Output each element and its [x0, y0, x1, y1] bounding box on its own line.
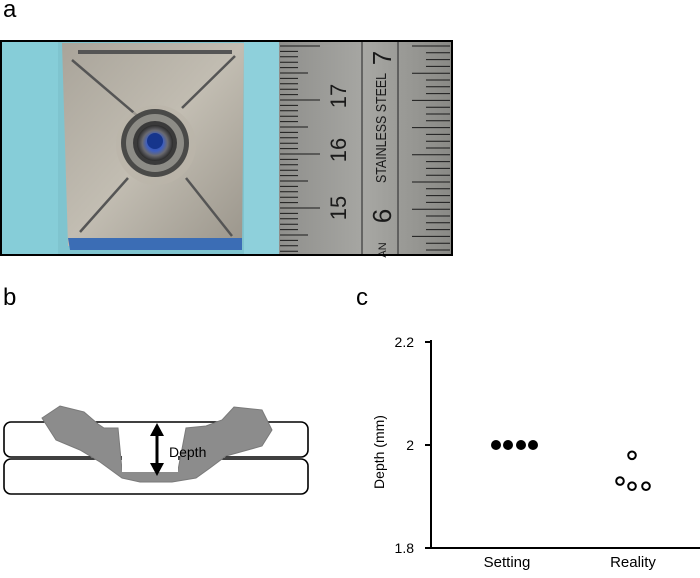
x-tick-label-reality: Reality — [610, 554, 656, 571]
panel-label-a: a — [3, 0, 17, 23]
panel-label-c: c — [356, 284, 368, 311]
data-point-reality — [627, 450, 637, 461]
data-point-setting — [528, 440, 538, 450]
data-point-reality — [627, 481, 637, 492]
depth-arrow — [150, 423, 164, 476]
panel-label-b: b — [3, 284, 17, 311]
ruler-partial-text: AN — [377, 242, 389, 257]
y-tick-label: 2.2 — [395, 334, 415, 350]
steel-ruler: 17 16 15 7 6 STAINLESS STEEL AN — [279, 42, 451, 258]
ruler-number-16: 16 — [326, 138, 351, 162]
y-tick-label: 1.8 — [395, 540, 415, 556]
ruler-number-7: 7 — [367, 51, 397, 65]
ruler-stainless-steel-text: STAINLESS STEEL — [373, 73, 390, 183]
x-tick-label-setting: Setting — [484, 554, 531, 571]
ruler-number-15: 15 — [326, 196, 351, 220]
data-point-reality — [615, 476, 625, 486]
weld-nut-section — [41, 405, 273, 483]
data-point-setting — [491, 440, 501, 450]
weld-nut — [121, 109, 189, 177]
depth-label: Depth — [169, 444, 206, 460]
y-tick-label: 2 — [406, 437, 414, 453]
panel-c-chart: 1.8 2 2.2 Depth (mm) Setting Reality — [371, 334, 700, 571]
y-axis-label: Depth (mm) — [371, 415, 387, 489]
ruler-number-6: 6 — [367, 209, 397, 223]
panel-b-diagram: Depth — [3, 405, 309, 495]
ruler-number-17: 17 — [326, 84, 351, 108]
panel-a-photo: 17 16 15 7 6 STAINLESS STEEL AN — [0, 40, 453, 258]
data-point-reality — [641, 481, 651, 492]
data-point-setting — [503, 440, 513, 450]
data-point-setting — [516, 440, 526, 450]
